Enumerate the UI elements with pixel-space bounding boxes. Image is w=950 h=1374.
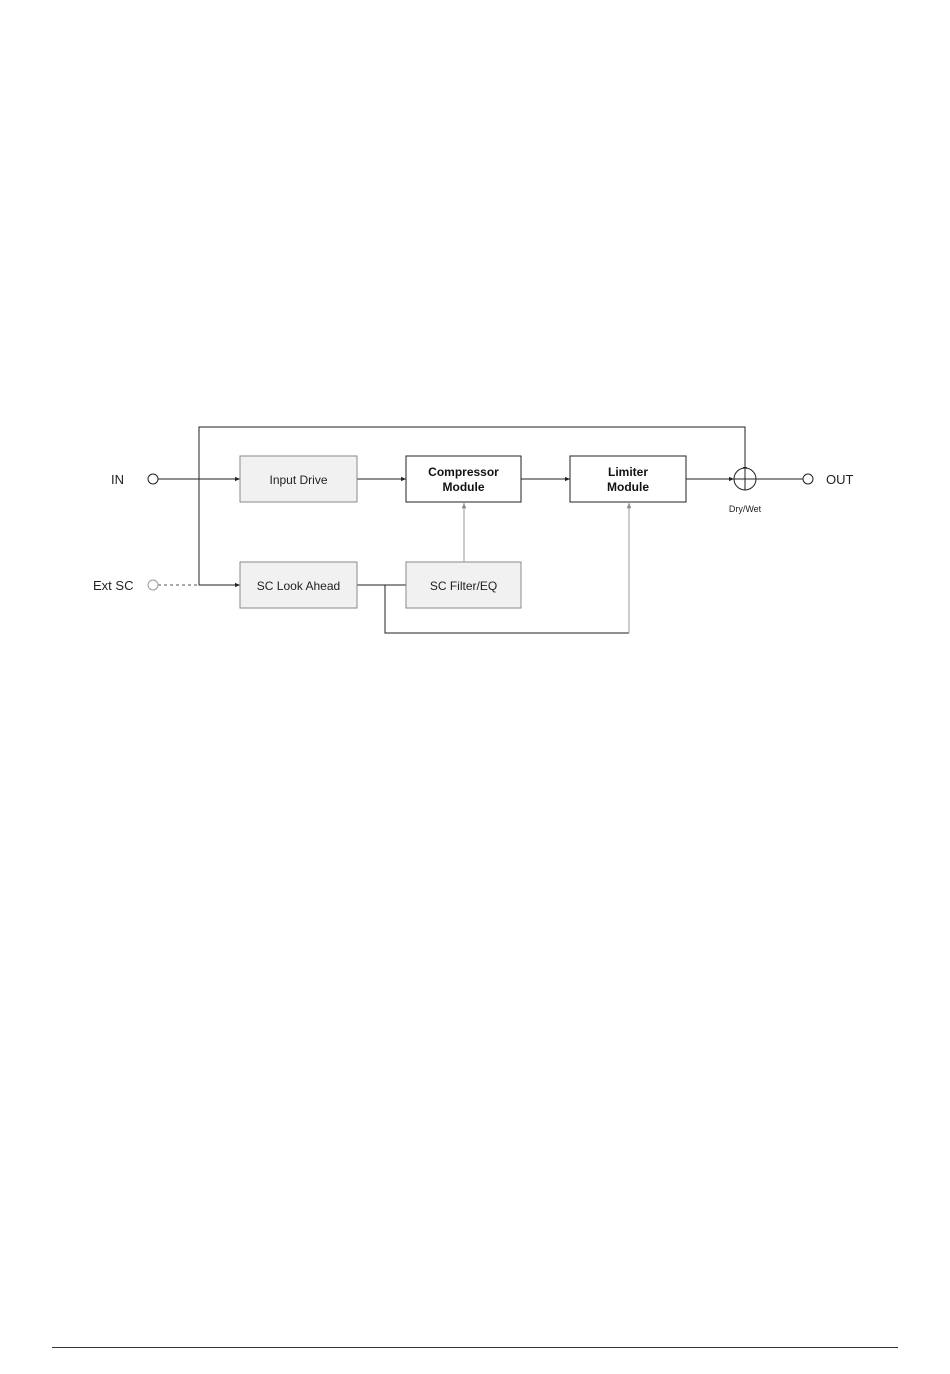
compressor-module-label-line1: Compressor xyxy=(428,465,499,479)
limiter-module-block xyxy=(570,456,686,502)
limiter-module-label-line2: Module xyxy=(607,480,649,494)
out-port-label: OUT xyxy=(826,472,854,487)
footer-rule xyxy=(52,1347,898,1348)
dry-wet-label: Dry/Wet xyxy=(729,504,762,514)
compressor-module-block xyxy=(406,456,521,502)
in-to-sc-look-ahead-wire xyxy=(199,479,240,585)
limiter-module-label-line1: Limiter xyxy=(608,465,648,479)
sc-look-ahead-label: SC Look Ahead xyxy=(257,579,340,593)
compressor-module-label-line2: Module xyxy=(443,480,485,494)
dry-wet-mixer-icon xyxy=(734,468,756,490)
sc-filter-eq-label: SC Filter/EQ xyxy=(430,579,497,593)
input-drive-label: Input Drive xyxy=(269,473,327,487)
ext-sc-port-icon xyxy=(148,580,158,590)
out-port-icon xyxy=(803,474,813,484)
in-port-label: IN xyxy=(111,472,124,487)
ext-sc-port-label: Ext SC xyxy=(93,578,133,593)
in-port-icon xyxy=(148,474,158,484)
